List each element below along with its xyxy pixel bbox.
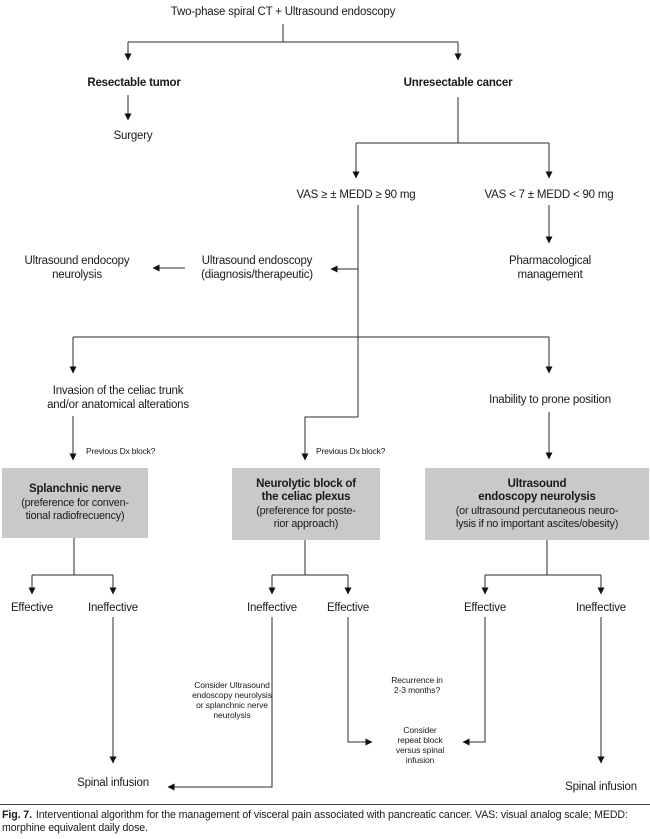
figure-caption: Fig. 7.Interventional algorithm for the …: [0, 804, 650, 835]
note-recurrence: Recurrence in 2-3 months?: [391, 675, 443, 695]
connector: [356, 97, 549, 144]
box-neurolytic-title: Neurolytic block of the celiac plexus: [256, 477, 356, 504]
node-inability-prone: Inability to prone position: [489, 394, 611, 406]
connector: [272, 540, 348, 576]
node-spinal-infusion-right: Spinal infusion: [565, 781, 637, 793]
node-surgery: Surgery: [113, 130, 153, 142]
box-ultrasound-endoscopy-neurolysis: Ultrasound endoscopy neurolysis (or ultr…: [425, 468, 649, 540]
figure-caption-text: Interventional algorithm for the managem…: [2, 809, 628, 834]
node-ultrasound-endoscopy-diagnostic: Ultrasound endoscopy (diagnosis/therapeu…: [201, 255, 313, 281]
box-splanchnic-title: Splanchnic nerve: [28, 483, 122, 496]
outcome-left-ineffective: Ineffective: [87, 602, 138, 614]
node-spinal-infusion-left: Spinal infusion: [77, 777, 149, 789]
node-root: Two-phase spiral CT + Ultrasound endosco…: [170, 6, 396, 18]
note-consider-repeat-block: Consider repeat block versus spinal infu…: [395, 725, 445, 765]
outcome-left-effective: Effective: [10, 602, 54, 614]
outcome-middle-effective: Effective: [326, 602, 370, 614]
box-neurolytic-detail: (preference for poste- rior approach): [256, 504, 356, 530]
connector: [485, 540, 601, 576]
connector: [128, 24, 458, 43]
connector: [301, 205, 359, 461]
note-consider-ultrasound-neurolysis: Consider Ultrasound endoscopy neurolysis…: [192, 680, 272, 720]
connector: [347, 617, 373, 746]
outcome-right-ineffective: Ineffective: [575, 602, 626, 614]
node-vas-high: VAS ≥ ± MEDD ≥ 90 mg: [296, 189, 416, 201]
connector: [32, 538, 113, 576]
label-previous-dx-block-middle: Previous Dx block?: [316, 446, 386, 456]
node-unresectable-cancer: Unresectable cancer: [403, 77, 513, 89]
outcome-middle-ineffective: Ineffective: [246, 602, 297, 614]
label-previous-dx-block-left: Previous Dx block?: [86, 446, 156, 456]
box-splanchnic-detail: (preference for conven- tional radiofrec…: [21, 496, 129, 522]
node-pharmacological-management: Pharmacological management: [508, 255, 591, 281]
node-vas-low: VAS < 7 ± MEDD < 90 mg: [484, 189, 614, 201]
node-celiac-trunk-invasion: Invasion of the celiac trunk and/or anat…: [47, 385, 189, 411]
figure-caption-label: Fig. 7.: [2, 809, 32, 821]
node-ultrasound-endoscopy-neurolysis: Ultrasound endocopy neurolysis: [24, 255, 130, 281]
connector: [167, 617, 273, 791]
box-us-neurolysis-detail: (or ultrasound percutaneous neuro- lysis…: [455, 504, 619, 530]
box-splanchnic-nerve: Splanchnic nerve (preference for conven-…: [2, 468, 148, 538]
box-us-neurolysis-title: Ultrasound endoscopy neurolysis: [478, 477, 596, 504]
node-resectable-tumor: Resectable tumor: [87, 77, 181, 89]
outcome-right-effective: Effective: [463, 602, 507, 614]
box-neurolytic-celiac-plexus: Neurolytic block of the celiac plexus (p…: [232, 468, 380, 540]
connector: [462, 617, 486, 746]
